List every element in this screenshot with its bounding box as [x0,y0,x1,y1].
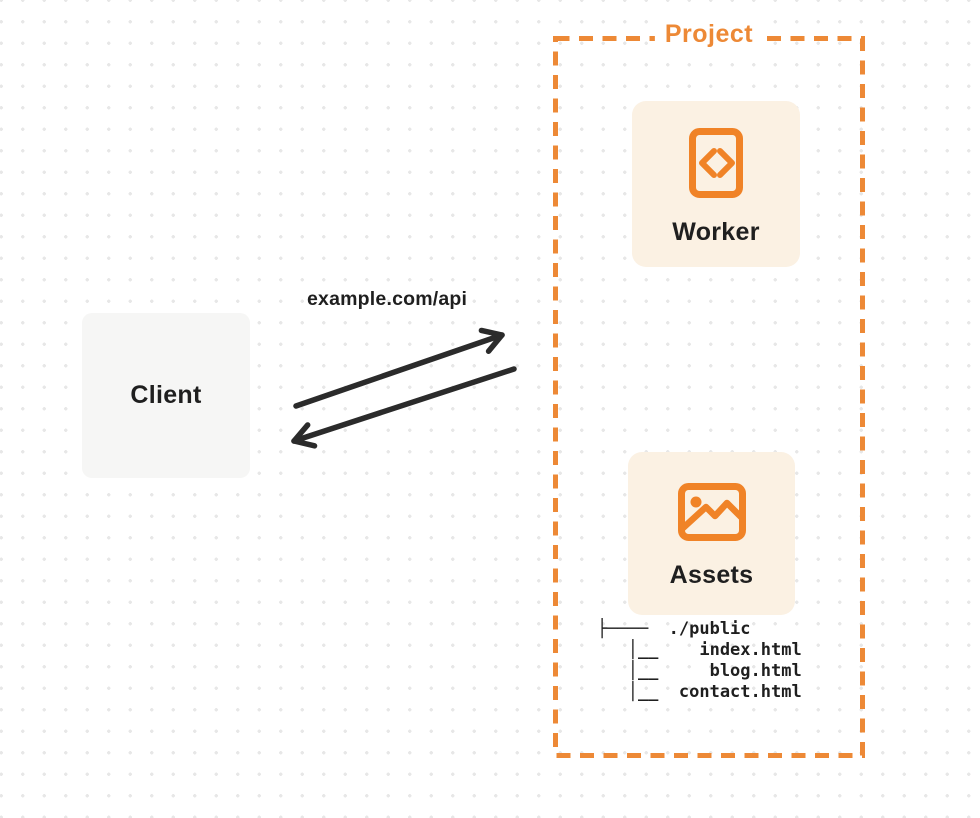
client-label: Client [130,381,202,409]
response-arrow [291,366,517,449]
assets-node: Assets [628,452,795,615]
code-file-icon [689,128,743,198]
client-node: Client [82,313,250,478]
project-boundary: Project [553,20,865,758]
assets-label: Assets [669,561,754,589]
assets-file-tree: ├──── ./public │__ index.html │__ blog.h… [597,619,802,702]
worker-label: Worker [672,218,760,246]
project-label: Project [654,20,764,49]
worker-node: Worker [632,101,800,267]
request-url-label: example.com/api [307,288,468,310]
request-arrow [293,327,505,409]
image-icon [677,483,746,541]
